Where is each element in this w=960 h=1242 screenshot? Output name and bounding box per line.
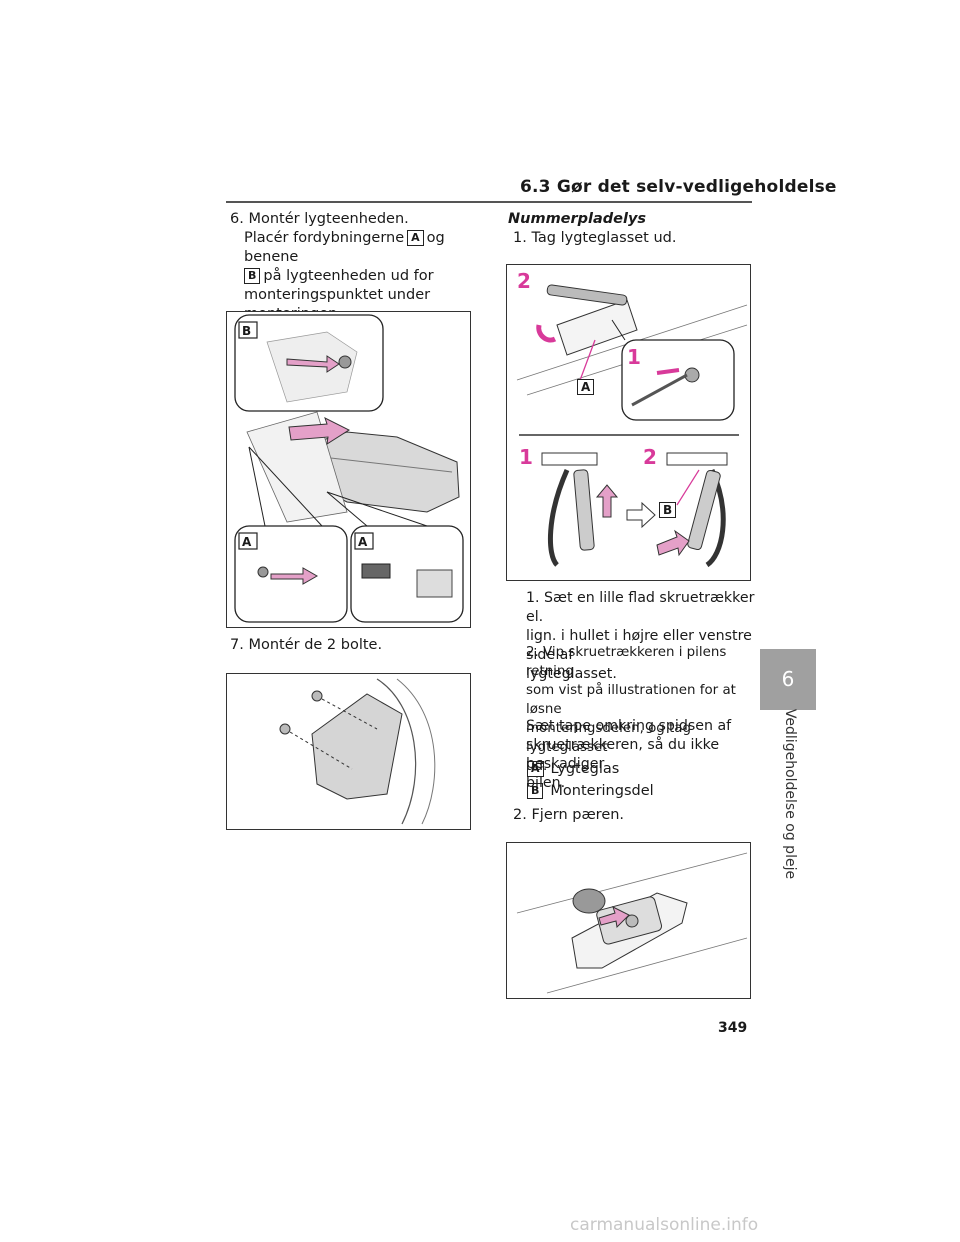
label-a-inline: A — [407, 230, 424, 246]
right-step1: 1. Tag lygteglasset ud. — [513, 230, 677, 246]
legend-a-key: A — [527, 761, 544, 777]
sub1-text: 1. Sæt en lille flad skruetrækker el. li… — [526, 589, 756, 684]
sub1-line: 1. Sæt en lille flad skruetrækker el. — [526, 590, 755, 625]
header-rule — [226, 201, 752, 203]
note-line: bilen. — [526, 775, 566, 791]
chapter-sidebar-title: Vedligeholdelse og pleje — [781, 709, 799, 879]
note-text: Sæt tape omkring spidsen af skruetrækker… — [526, 717, 756, 793]
legend-b-key: B — [527, 783, 544, 799]
bolts-figure — [226, 673, 471, 830]
label-b-inline: B — [244, 268, 261, 284]
bulb-removal-illustration — [516, 852, 748, 994]
step6-line1a: Placér fordybningerne — [244, 230, 405, 246]
sub2-line: 2. Vip skruetrækkeren i pilens retning — [526, 645, 727, 679]
fig3-step-2-upper: 2 — [517, 269, 531, 293]
legend-b-text: Monteringsdel — [550, 783, 654, 799]
step6-line1b: og benene — [244, 230, 445, 265]
lens-removal-figure: 2 1 1 2 A B — [506, 264, 751, 581]
chapter-title-text: Vedligeholdelse og pleje — [782, 708, 798, 880]
fig1-label-a-left: A — [242, 535, 252, 549]
bolts-illustration — [279, 678, 436, 825]
fig3-step-1-callout: 1 — [627, 345, 641, 369]
note-line: skruetrækkeren, så du ikke beskadiger — [526, 737, 720, 772]
chapter-tab: 6 — [760, 649, 816, 710]
sub2-text: 2. Vip skruetrækkeren i pilens retning s… — [526, 643, 756, 776]
step6-line2: på lygteenheden ud for — [263, 268, 434, 284]
sub2-line: som vist på illustrationen for at løsne — [526, 683, 736, 717]
license-light-heading: Nummerpladelys — [508, 211, 647, 227]
lamp-mounting-figure: B A A — [226, 311, 471, 628]
sub1-line: lign. i hullet i højre eller venstre sid… — [526, 628, 752, 663]
sub1-line: lygteglasset. — [526, 666, 617, 682]
fig3-step-2-lower: 2 — [643, 445, 657, 469]
fig1-label-a-right: A — [358, 535, 368, 549]
fig3-label-b: B — [659, 502, 677, 518]
watermark: carmanualsonline.info — [570, 1215, 759, 1235]
legend-a-text: Lygteglas — [550, 761, 620, 777]
lens-removal-illustration — [516, 284, 748, 568]
sub2-line: monteringsdelen, og tag lygteglasset — [526, 721, 692, 755]
page-number: 349 — [718, 1020, 748, 1036]
right-step2: 2. Fjern pæren. — [513, 807, 625, 823]
fig3-label-a: A — [577, 379, 595, 395]
legend-a: A Lygteglas — [527, 760, 619, 779]
fig3-step-1-lower: 1 — [519, 445, 533, 469]
lamp-mounting-illustration — [234, 314, 464, 623]
sub2-line: ud. — [526, 759, 548, 774]
section-header: 6.3 Gør det selv-vedligeholdelse — [520, 177, 837, 197]
fig1-label-b: B — [242, 324, 252, 338]
legend-b: B Monteringsdel — [527, 782, 654, 801]
step7-title: 7. Montér de 2 bolte. — [230, 637, 383, 653]
step6-line3: monteringspunktet under — [244, 287, 431, 303]
step6-title: 6. Montér lygteenheden. — [230, 211, 409, 227]
bulb-removal-figure — [506, 842, 751, 999]
note-line: Sæt tape omkring spidsen af — [526, 718, 732, 734]
